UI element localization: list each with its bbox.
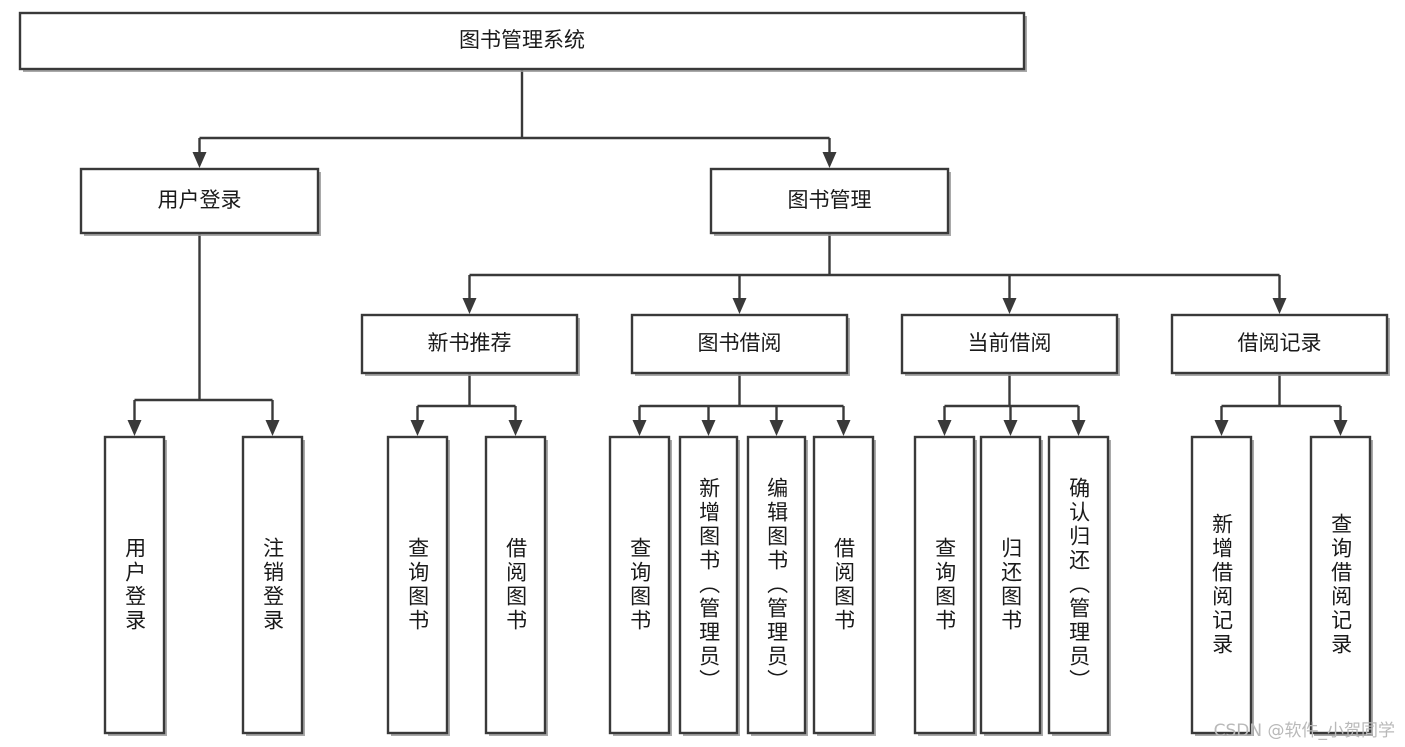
arrow-head-icon <box>1002 298 1017 314</box>
arrow-head-icon <box>127 420 142 436</box>
node-level2-用户登录[interactable] <box>79 167 320 235</box>
arrow-head-icon <box>1272 298 1287 314</box>
node-shape-layer <box>18 11 1390 736</box>
arrow-head-icon <box>701 420 716 436</box>
arrow-head-icon <box>508 420 523 436</box>
node-root-图书管理系统[interactable] <box>18 11 1026 71</box>
arrow-head-icon <box>1003 420 1018 436</box>
node-leaf-注销登录[interactable] <box>241 435 304 735</box>
node-leaf-编辑图书管理员[interactable] <box>746 435 807 735</box>
arrow-head-icon <box>769 420 784 436</box>
node-leaf-查询借阅记录[interactable] <box>1309 435 1372 735</box>
node-leaf-查询图书[interactable] <box>386 435 449 735</box>
arrow-head-icon <box>937 420 952 436</box>
node-level2-图书管理[interactable] <box>709 167 950 235</box>
node-leaf-用户登录[interactable] <box>103 435 166 735</box>
node-leaf-查询图书[interactable] <box>913 435 976 735</box>
arrow-head-icon <box>1214 420 1229 436</box>
node-level3-借阅记录[interactable] <box>1170 313 1389 375</box>
node-leaf-确认归还管理员[interactable] <box>1047 435 1110 735</box>
arrow-head-icon <box>192 152 207 168</box>
node-level3-图书借阅[interactable] <box>630 313 849 375</box>
arrow-head-icon <box>1333 420 1348 436</box>
node-level3-当前借阅[interactable] <box>900 313 1119 375</box>
arrow-head-icon <box>732 298 747 314</box>
node-level3-新书推荐[interactable] <box>360 313 579 375</box>
node-leaf-借阅图书[interactable] <box>484 435 547 735</box>
arrow-head-icon <box>410 420 425 436</box>
arrow-head-icon <box>462 298 477 314</box>
arrow-head-icon <box>822 152 837 168</box>
arrow-head-icon <box>1071 420 1086 436</box>
arrow-head-icon <box>836 420 851 436</box>
connector-layer <box>127 69 1348 436</box>
node-leaf-借阅图书[interactable] <box>812 435 875 735</box>
node-leaf-新增借阅记录[interactable] <box>1190 435 1253 735</box>
csdn-watermark: CSDN @软件_小贺同学 <box>1213 721 1395 741</box>
node-leaf-归还图书[interactable] <box>979 435 1042 735</box>
node-leaf-新增图书管理员[interactable] <box>678 435 739 735</box>
arrow-head-icon <box>632 420 647 436</box>
node-leaf-查询图书[interactable] <box>608 435 671 735</box>
arrow-head-icon <box>265 420 280 436</box>
